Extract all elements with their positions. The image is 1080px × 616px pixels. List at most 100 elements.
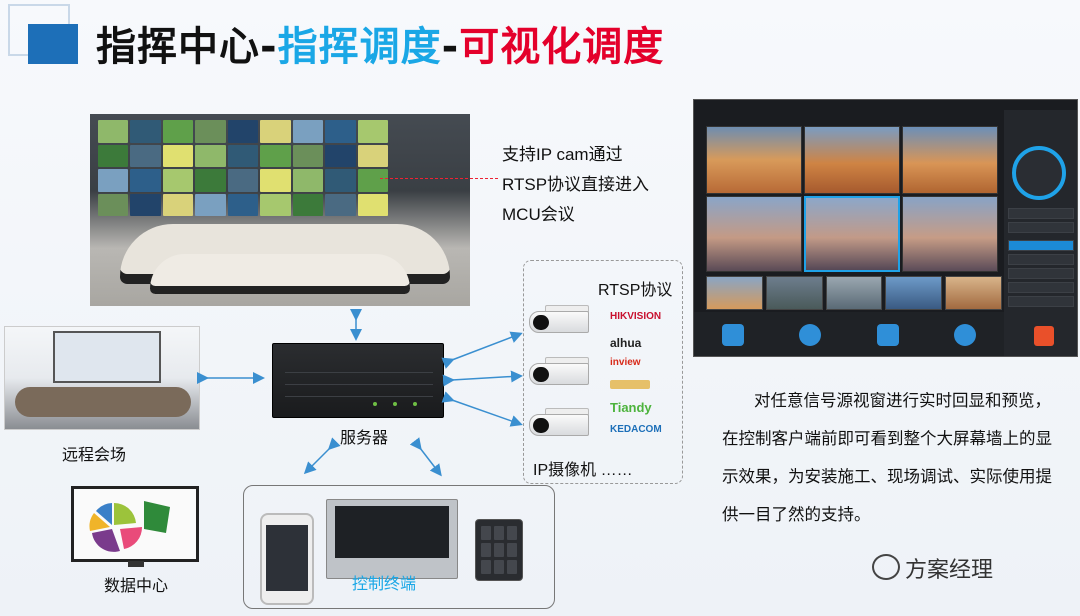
wall-screen: [98, 169, 129, 192]
watermark: 方案经理: [905, 557, 994, 582]
remote-conference-photo: [4, 326, 200, 430]
rtsp-note-line-1: 支持IP cam通过: [502, 145, 623, 164]
side-list-item-active[interactable]: [1008, 240, 1074, 251]
thumbnail[interactable]: [765, 276, 823, 310]
wall-screen: [292, 169, 324, 192]
wall-screen: [260, 144, 291, 167]
title-part-2: 指挥调度: [277, 24, 442, 70]
side-option[interactable]: [1008, 222, 1074, 233]
brand-dahua: alhua: [610, 336, 642, 350]
ip-camera: [529, 408, 589, 438]
conference-screen: [53, 331, 161, 383]
brand-inview: inview: [610, 357, 641, 368]
control-terminal-label: 控制终端: [352, 576, 417, 593]
brand-hikvision: HIKVISION: [610, 311, 662, 322]
wall-screen: [195, 144, 226, 167]
wall-screen: [162, 169, 194, 192]
wall-screen: [292, 144, 324, 167]
wall-screen: [195, 193, 226, 216]
toolbar-button[interactable]: [721, 324, 744, 346]
ip-camera-label: IP摄像机 ……: [533, 462, 633, 479]
page-title: 指挥中心-指挥调度-可视化调度: [96, 14, 664, 72]
server-label: 服务器: [340, 430, 389, 447]
wall-screen: [325, 193, 356, 216]
thumbnail[interactable]: [945, 276, 1002, 310]
video-tile-selected[interactable]: [804, 196, 900, 272]
wall-screen: [260, 120, 291, 143]
side-list-item[interactable]: [1008, 282, 1074, 293]
toolbar-button[interactable]: [876, 324, 899, 346]
side-list-item[interactable]: [1008, 268, 1074, 279]
ip-camera: [529, 357, 589, 387]
tablet-status-bar: [694, 100, 1077, 110]
rtsp-note: 支持IP cam通过 RTSP协议直接进入 MCU会议: [502, 140, 649, 230]
control-terminal-group: [243, 485, 555, 609]
wall-screen: [357, 169, 388, 192]
video-tile[interactable]: [902, 196, 998, 272]
wall-screen: [195, 120, 226, 143]
wall-screen: [325, 120, 356, 143]
control-room-photo: [90, 114, 470, 306]
control-keypad: [475, 519, 523, 581]
brand-logo: [610, 380, 650, 389]
wall-screen: [227, 120, 259, 143]
server-device: [272, 343, 444, 418]
thumbnail-strip: [706, 276, 1002, 310]
wall-screen: [227, 193, 259, 216]
data-center-monitor: [71, 486, 199, 562]
wall-screen: [195, 169, 226, 192]
wall-screen: [130, 120, 161, 143]
playback-dial[interactable]: [1012, 146, 1066, 200]
wechat-icon: [872, 554, 900, 580]
wall-screen: [325, 144, 356, 167]
side-list-item[interactable]: [1008, 254, 1074, 265]
ip-camera-group: [523, 260, 683, 484]
settings-icon[interactable]: [954, 324, 977, 346]
wall-screen: [292, 120, 324, 143]
tablet-client-screenshot: [693, 99, 1078, 357]
rtsp-note-line-2: RTSP协议直接进入: [502, 175, 650, 194]
remote-site-label: 远程会场: [62, 447, 127, 464]
tablet-side-panel: [1004, 110, 1077, 356]
video-tile[interactable]: [902, 126, 998, 194]
wall-screen: [98, 193, 129, 216]
description-text: 对任意信号源视窗进行实时回显和预览，在控制客户端前即可看到整个大屏幕墙上的显示效…: [722, 392, 1052, 524]
wall-screen: [357, 120, 388, 143]
desktop-monitor: [326, 499, 458, 579]
smartphone: [260, 513, 314, 605]
thumbnail[interactable]: [885, 276, 943, 310]
video-tile[interactable]: [706, 196, 802, 272]
title-part-3: -: [441, 24, 460, 70]
power-icon[interactable]: [1034, 326, 1054, 346]
wall-screen: [162, 193, 194, 216]
video-wall: [98, 120, 388, 216]
side-list-item[interactable]: [1008, 296, 1074, 307]
brand-kedacom: KEDACOM: [610, 424, 662, 435]
wall-screen: [98, 144, 129, 167]
title-part-4: 可视化调度: [459, 24, 665, 70]
wall-screen: [98, 120, 129, 143]
title-accent-block: [28, 24, 78, 64]
monitor-stand: [128, 561, 144, 567]
wall-screen: [292, 193, 324, 216]
pie-chart-icon: [89, 501, 170, 552]
callout-line: [380, 178, 498, 179]
side-option[interactable]: [1008, 208, 1074, 219]
video-tile[interactable]: [706, 126, 802, 194]
title-part-1: 指挥中心-: [96, 24, 278, 70]
data-center-label: 数据中心: [104, 578, 169, 595]
tablet-toolbar: [694, 312, 1004, 356]
wall-screen: [130, 193, 161, 216]
wall-screen: [357, 193, 388, 216]
video-tile[interactable]: [804, 126, 900, 194]
wall-screen: [130, 144, 161, 167]
thumbnail[interactable]: [825, 276, 883, 310]
wall-screen: [162, 120, 194, 143]
wall-screen: [227, 144, 259, 167]
thumbnail[interactable]: [706, 276, 763, 310]
wall-screen: [357, 144, 388, 167]
refresh-icon[interactable]: [799, 324, 822, 346]
wall-screen: [260, 169, 291, 192]
console-desk-front: [150, 254, 410, 294]
ip-camera: [529, 305, 589, 335]
